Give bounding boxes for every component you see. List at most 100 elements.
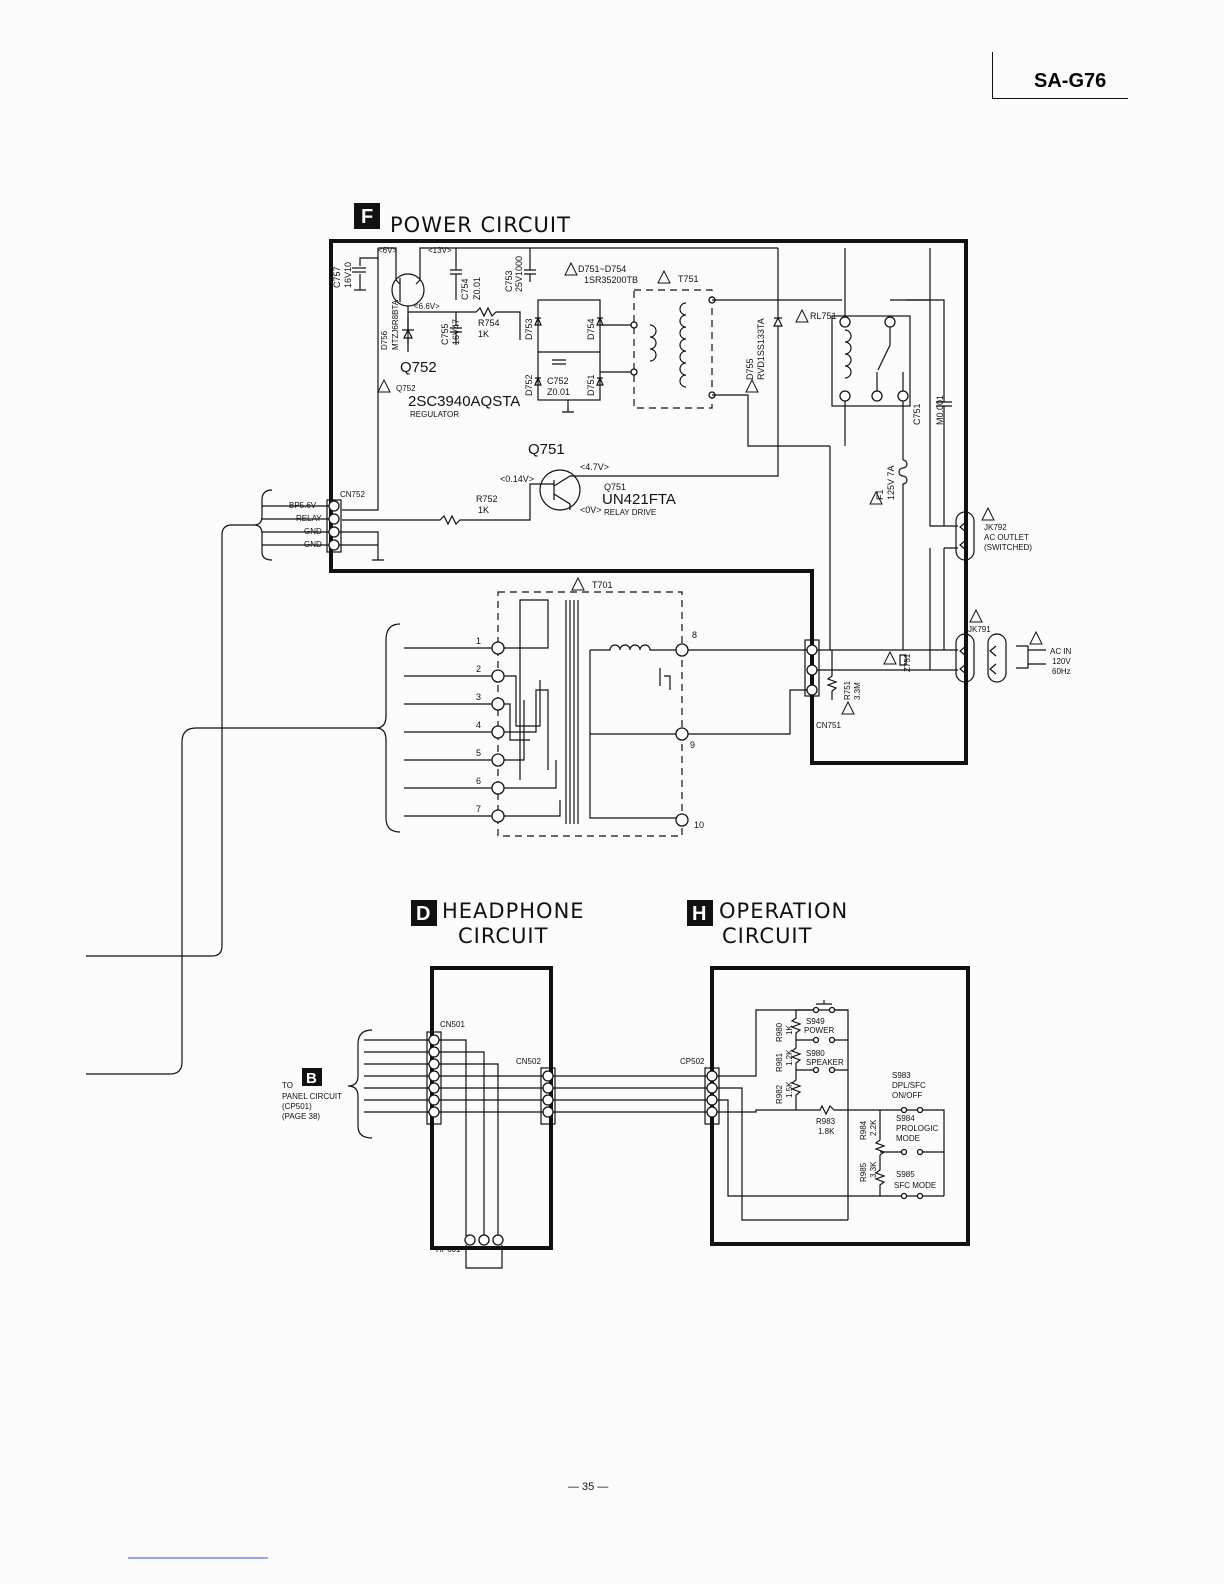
svg-text:C755: C755 xyxy=(440,323,450,345)
svg-text:1SR35200TB: 1SR35200TB xyxy=(584,275,638,285)
safety-warning-icon xyxy=(795,308,809,323)
hp601-jack: HP601 xyxy=(436,1234,504,1269)
svg-text:D755: D755 xyxy=(745,358,755,380)
key-matrix: R980 1K R981 1.2K R982 1.5K S949 POWER S… xyxy=(717,1000,945,1221)
svg-text:120V: 120V xyxy=(1052,657,1071,666)
regulator-area: C757 16V10 <6V> <13V> <6.6V> C754 Z0.01 … xyxy=(332,246,778,511)
svg-text:3.3M: 3.3M xyxy=(853,682,862,700)
svg-text:R754: R754 xyxy=(478,318,500,328)
svg-text:Z0.01: Z0.01 xyxy=(472,277,482,300)
svg-text:R982: R982 xyxy=(775,1084,784,1104)
safety-warning-icon xyxy=(657,269,671,284)
cn502-connector: CN502 xyxy=(439,1039,556,1236)
svg-text:R751: R751 xyxy=(843,680,852,700)
rl751-relay-box xyxy=(831,315,911,407)
svg-text:R984: R984 xyxy=(859,1120,868,1140)
svg-text:D752: D752 xyxy=(524,374,534,396)
svg-text:Z0.01: Z0.01 xyxy=(547,387,570,397)
svg-text:HEADPHONE: HEADPHONE xyxy=(442,899,585,923)
svg-text:1.5K: 1.5K xyxy=(785,1081,794,1098)
svg-text:16V10: 16V10 xyxy=(343,262,353,288)
svg-text:S984: S984 xyxy=(896,1114,915,1123)
svg-text:D753: D753 xyxy=(524,318,534,340)
svg-text:CIRCUIT: CIRCUIT xyxy=(722,924,812,948)
svg-text:CN502: CN502 xyxy=(516,1057,541,1066)
svg-text:F1: F1 xyxy=(875,489,885,500)
svg-text:(SWITCHED): (SWITCHED) xyxy=(984,543,1032,552)
svg-text:H: H xyxy=(692,903,706,925)
headphone-board-outline xyxy=(430,966,553,1250)
svg-text:D754: D754 xyxy=(586,318,596,340)
svg-text:7: 7 xyxy=(476,804,481,814)
svg-text:8: 8 xyxy=(692,630,697,640)
svg-text:Q752: Q752 xyxy=(396,384,416,393)
svg-text:Q751: Q751 xyxy=(528,441,565,458)
safety-warning-icon xyxy=(564,261,578,276)
operation-section-title: H OPERATION CIRCUIT xyxy=(687,899,848,948)
svg-text:CN751: CN751 xyxy=(816,721,841,730)
svg-text:(PAGE 38): (PAGE 38) xyxy=(282,1112,320,1121)
svg-text:POWER: POWER xyxy=(804,1026,834,1035)
svg-text:R981: R981 xyxy=(775,1052,784,1072)
svg-text:C754: C754 xyxy=(460,278,470,300)
svg-text:<0.14V>: <0.14V> xyxy=(500,474,534,484)
headphone-section-title: D HEADPHONE CIRCUIT xyxy=(411,899,585,948)
svg-text:1K: 1K xyxy=(785,1025,794,1035)
svg-text:2: 2 xyxy=(476,664,481,674)
svg-text:C757: C757 xyxy=(332,266,342,288)
svg-text:D756: D756 xyxy=(380,330,389,350)
svg-text:HP601: HP601 xyxy=(436,1245,461,1254)
cn501-connector: CN501 xyxy=(347,1020,465,1139)
svg-text:C751: C751 xyxy=(912,403,922,425)
svg-text:AC OUTLET: AC OUTLET xyxy=(984,533,1029,542)
svg-text:16V47: 16V47 xyxy=(451,319,461,345)
ac-jacks: JK792 AC OUTLET (SWITCHED) JK791 AC IN 1… xyxy=(955,506,1072,683)
cp502-connector: CP502 xyxy=(553,1057,720,1125)
svg-text:CN752: CN752 xyxy=(340,490,365,499)
svg-text:2.2K: 2.2K xyxy=(869,1119,878,1136)
svg-text:Z751: Z751 xyxy=(903,653,912,672)
svg-text:JK791: JK791 xyxy=(968,625,991,634)
t701-transformer: T701 1 2 3 4 5 6 7 8 9 10 xyxy=(375,576,807,837)
cn751-area: CN751 Z751 R751 3.3M xyxy=(804,446,958,730)
svg-text:DPL/SFC: DPL/SFC xyxy=(892,1081,926,1090)
svg-text:C753: C753 xyxy=(504,270,514,292)
power-section-title: F POWER CIRCUIT xyxy=(354,203,570,237)
svg-text:5: 5 xyxy=(476,748,481,758)
svg-text:CN501: CN501 xyxy=(440,1020,465,1029)
svg-text:C752: C752 xyxy=(547,376,569,386)
svg-text:S980: S980 xyxy=(806,1049,825,1058)
svg-text:S949: S949 xyxy=(806,1017,825,1026)
svg-text:R980: R980 xyxy=(775,1022,784,1042)
operation-board-outline xyxy=(710,966,970,1246)
svg-text:SFC MODE: SFC MODE xyxy=(894,1181,936,1190)
svg-text:JK792: JK792 xyxy=(984,523,1007,532)
svg-text:T701: T701 xyxy=(592,580,613,590)
svg-text:OPERATION: OPERATION xyxy=(719,899,848,923)
svg-text:B: B xyxy=(306,1070,317,1087)
ac-plug xyxy=(987,633,1007,683)
model-number: SA-G76 xyxy=(1034,70,1107,92)
svg-text:4: 4 xyxy=(476,720,481,730)
svg-text:RL751: RL751 xyxy=(810,311,837,321)
svg-text:9: 9 xyxy=(690,740,695,750)
svg-text:CP502: CP502 xyxy=(680,1057,705,1066)
svg-text:60Hz: 60Hz xyxy=(1052,667,1071,676)
svg-text:PANEL CIRCUIT: PANEL CIRCUIT xyxy=(282,1092,342,1101)
svg-text:<6.6V>: <6.6V> xyxy=(414,302,440,311)
q751-transistor-symbol xyxy=(539,469,581,511)
svg-text:2SC3940AQSTA: 2SC3940AQSTA xyxy=(408,393,520,410)
safety-warning-icon xyxy=(745,378,759,393)
svg-text:S983: S983 xyxy=(892,1071,911,1080)
svg-text:MODE: MODE xyxy=(896,1134,920,1143)
safety-warning-icon xyxy=(869,490,883,505)
svg-text:RVD1SS133TA: RVD1SS133TA xyxy=(756,318,766,380)
relay-area: D755 RVD1SS133TA RL751 C751 M0.001 F1 12… xyxy=(578,248,958,648)
svg-text:MTZJ6R8BTA: MTZJ6R8BTA xyxy=(391,299,400,350)
svg-text:M0.001: M0.001 xyxy=(935,395,945,425)
svg-text:Q751: Q751 xyxy=(604,482,626,492)
safety-warning-icon xyxy=(571,576,585,591)
safety-warning-icon xyxy=(1029,630,1043,645)
svg-text:ON/OFF: ON/OFF xyxy=(892,1091,922,1100)
section-badge-f xyxy=(354,203,380,229)
